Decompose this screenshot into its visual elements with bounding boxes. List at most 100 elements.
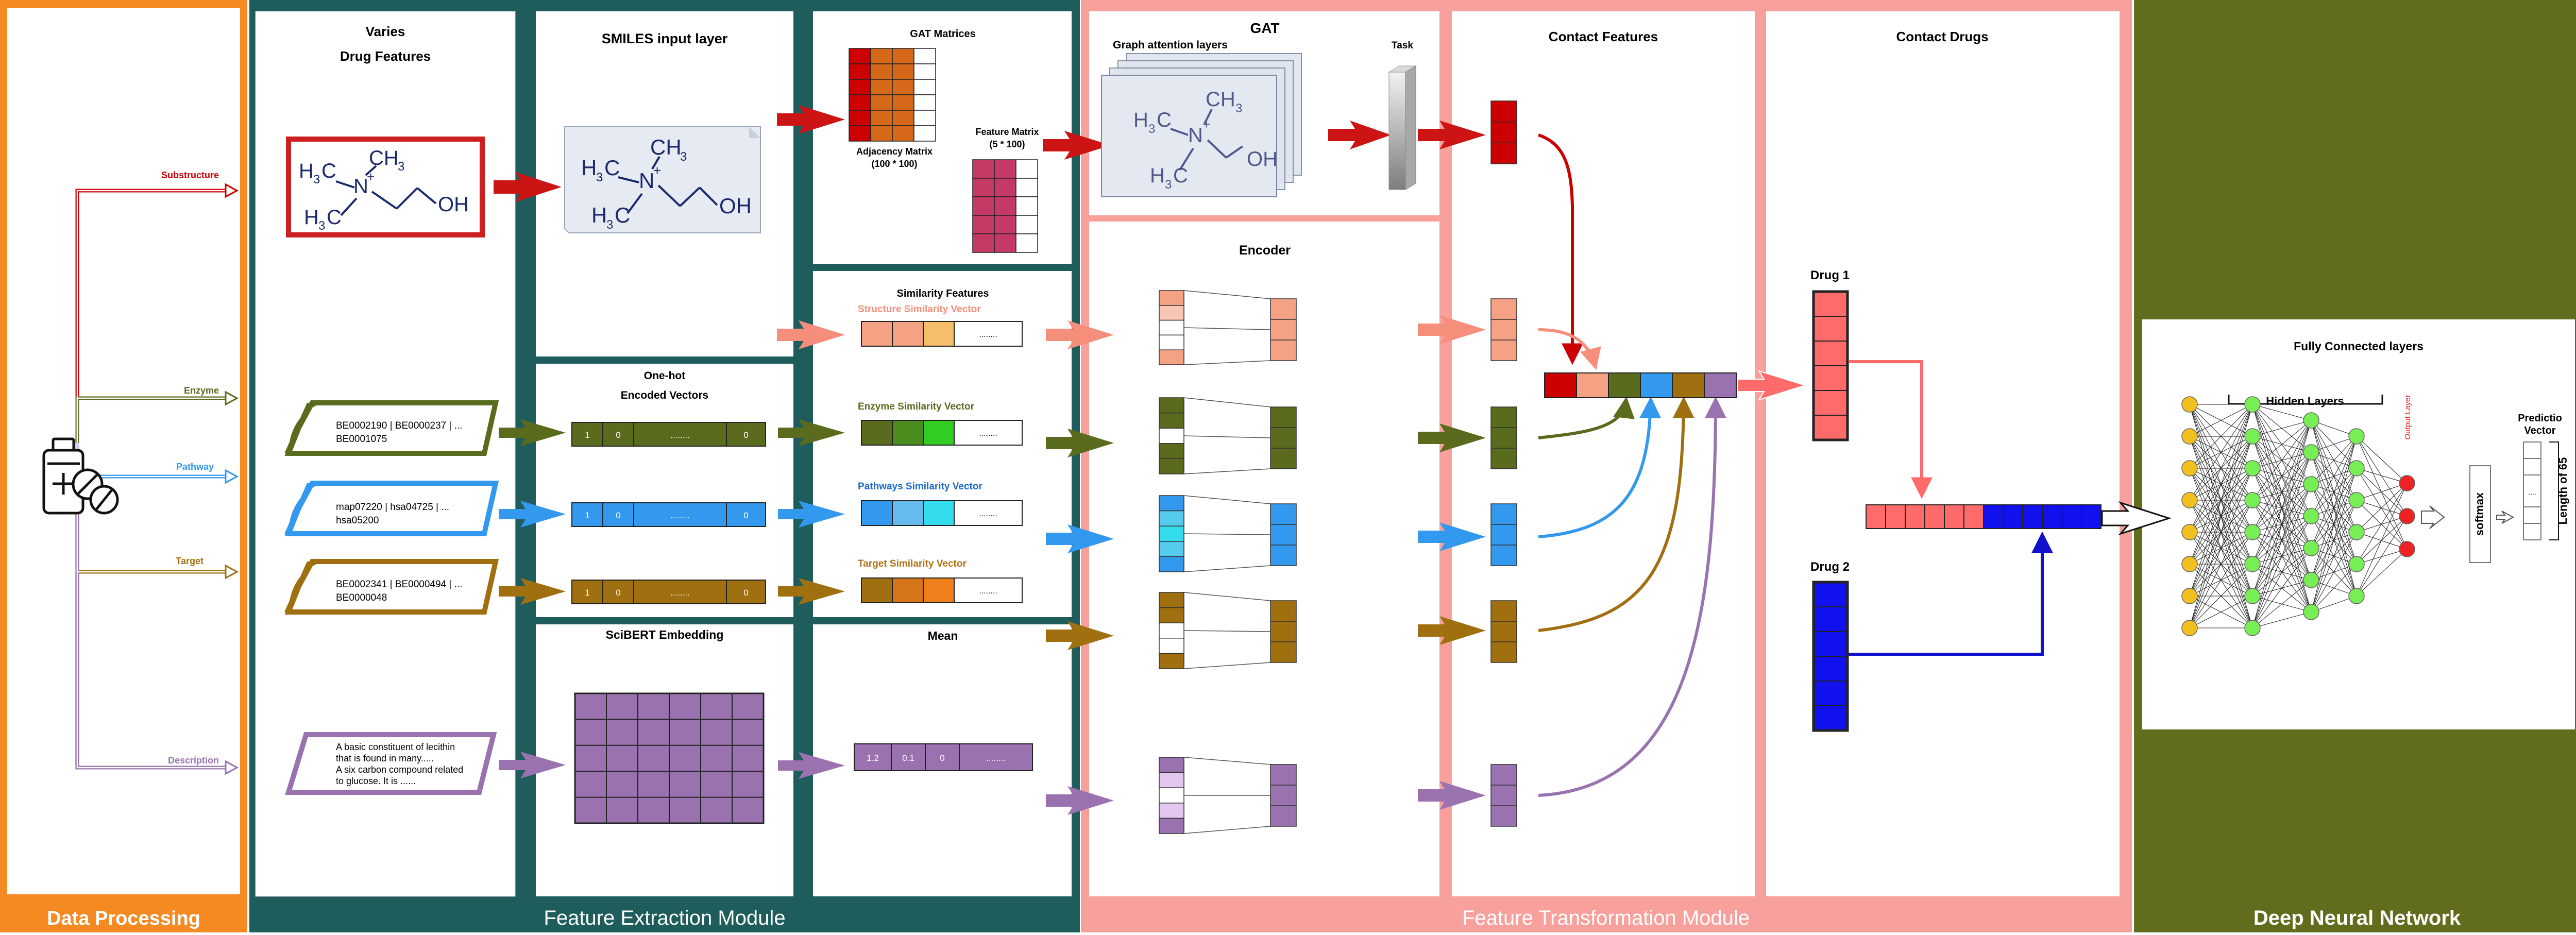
- feature-matrix-label-line2: (5 * 100): [989, 139, 1025, 149]
- svg-text:C: C: [615, 203, 630, 227]
- module-data-processing: Data Processing: [0, 0, 247, 932]
- module-title-data-processing: Data Processing: [47, 908, 200, 929]
- task-prism: [1388, 65, 1417, 190]
- module-title-deep-neural-network: Deep Neural Network: [2253, 907, 2461, 929]
- encoder-block: [1159, 757, 1297, 834]
- svg-text:3: 3: [398, 160, 404, 174]
- svg-text:1: 1: [585, 588, 589, 598]
- smiles-to-gat-arrow: [777, 105, 845, 134]
- svg-text:OH: OH: [719, 194, 752, 218]
- drug1-vector: [1812, 290, 1849, 441]
- svg-text:3: 3: [1148, 122, 1155, 136]
- svg-text:3: 3: [606, 218, 613, 232]
- branch-label-substructure: Substructure: [161, 170, 219, 180]
- svg-text:C: C: [1157, 109, 1172, 131]
- feature-matrix-label-line1: Feature Matrix: [975, 127, 1039, 137]
- encoder-block: [1159, 495, 1297, 572]
- structure-similarity-label: Structure Similarity Vector: [858, 304, 981, 315]
- svg-text:0.1: 0.1: [902, 753, 914, 763]
- similarity-vector-row: ........: [861, 420, 1023, 446]
- svg-text:........: ........: [979, 330, 997, 339]
- neuron: [2303, 508, 2319, 524]
- target-similarity-label: Target Similarity Vector: [858, 558, 967, 569]
- svg-text:H: H: [581, 156, 597, 180]
- branch-label-pathway: Pathway: [176, 462, 214, 472]
- neuron: [2348, 588, 2365, 604]
- enzyme-ids-line1: BE0002190 | BE0000237 | ...: [336, 420, 462, 431]
- svg-text:0: 0: [743, 588, 748, 598]
- target-ids-line2: BE0000048: [336, 592, 387, 603]
- data-processing-branches: Substructure Enzyme Pathway Target Descr…: [75, 170, 239, 775]
- hidden-layers-label: Hidden Layers: [2266, 395, 2344, 407]
- similarity-out-arrows: [1046, 320, 1114, 650]
- drug-features-title-line1: Varies: [366, 24, 405, 39]
- neuron: [2244, 460, 2261, 477]
- contact-curves: [1538, 133, 1726, 797]
- similarity-vector-row: ........: [861, 500, 1023, 526]
- neuron: [2181, 588, 2198, 604]
- svg-text:........: ........: [979, 429, 997, 438]
- structure-similarity-in-arrow: [777, 320, 845, 349]
- drug1-label: Drug 1: [1810, 268, 1850, 282]
- neuron: [2244, 524, 2261, 540]
- description-line2: that is found in many.....: [336, 753, 434, 763]
- svg-text:........: ........: [670, 511, 690, 520]
- graph-attention-layers-label: Graph attention layers: [1113, 39, 1228, 51]
- adjacency-label-line2: (100 * 100): [871, 159, 917, 169]
- neuron: [2348, 460, 2365, 477]
- neuron: [2348, 428, 2365, 445]
- onehot-title-line1: One-hot: [644, 370, 685, 382]
- svg-text:+: +: [1202, 116, 1210, 132]
- contact-features-title: Contact Features: [1549, 29, 1658, 44]
- svg-text:CH: CH: [650, 135, 682, 159]
- medicine-bottle-icon: [42, 437, 119, 515]
- output-layer-label: Output Layer: [2403, 395, 2412, 440]
- svg-text:0: 0: [616, 430, 620, 440]
- scibert-embedding-grid: [574, 692, 765, 824]
- neuron: [2244, 556, 2261, 572]
- svg-text:CH: CH: [1206, 88, 1235, 111]
- pathways-similarity-label: Pathways Similarity Vector: [858, 481, 982, 492]
- svg-text:........: ........: [670, 430, 690, 440]
- neuron: [2181, 396, 2198, 413]
- branch-label-enzyme: Enzyme: [184, 385, 219, 396]
- neuron: [2303, 572, 2319, 588]
- concat-to-drug-arrow: [1737, 370, 1807, 401]
- drug2-label: Drug 2: [1810, 560, 1850, 574]
- branch-label-description: Description: [168, 755, 219, 766]
- softmax-to-vector-arrow: [2496, 511, 2515, 524]
- enzyme-ids-line2: BE0001075: [336, 434, 387, 445]
- svg-text:N: N: [1188, 124, 1203, 147]
- neuron: [2399, 475, 2415, 491]
- prediction-vector-label-line1: Predictio: [2518, 413, 2562, 424]
- module-title-feature-extraction: Feature Extraction Module: [544, 907, 785, 929]
- similarity-title: Similarity Features: [897, 288, 989, 299]
- encoder-block: [1159, 290, 1297, 365]
- adjacency-matrix: [849, 48, 936, 142]
- contact-feature-vector: [1490, 298, 1517, 361]
- enzyme-similarity-label: Enzyme Similarity Vector: [858, 401, 975, 412]
- description-line3: A six carbon compound related: [336, 764, 463, 775]
- svg-text:OH: OH: [438, 193, 469, 216]
- neuron: [2244, 588, 2261, 604]
- softmax-box: softmax: [2469, 465, 2491, 563]
- neuron: [2244, 428, 2261, 445]
- mean-title: Mean: [928, 629, 958, 642]
- neuron: [2181, 492, 2198, 508]
- contact-feature-vectors: [1490, 100, 1517, 827]
- neuron: [2348, 492, 2365, 508]
- contact-drugs-title: Contact Drugs: [1896, 29, 1988, 44]
- target-id-shape: BE0002341 | BE0000494 | ... BE0000048: [284, 559, 499, 615]
- svg-text:1: 1: [585, 430, 589, 440]
- svg-text:0: 0: [616, 588, 620, 598]
- pathway-ids-line2: hsa05200: [336, 515, 379, 526]
- svg-text:0: 0: [616, 511, 620, 520]
- smiles-title: SMILES input layer: [602, 31, 728, 46]
- neuron: [2399, 508, 2415, 524]
- svg-text:........: ........: [979, 509, 997, 518]
- fully-connected-title: Fully Connected layers: [2294, 339, 2424, 353]
- svg-text:3: 3: [680, 150, 687, 164]
- neuron: [2181, 620, 2198, 636]
